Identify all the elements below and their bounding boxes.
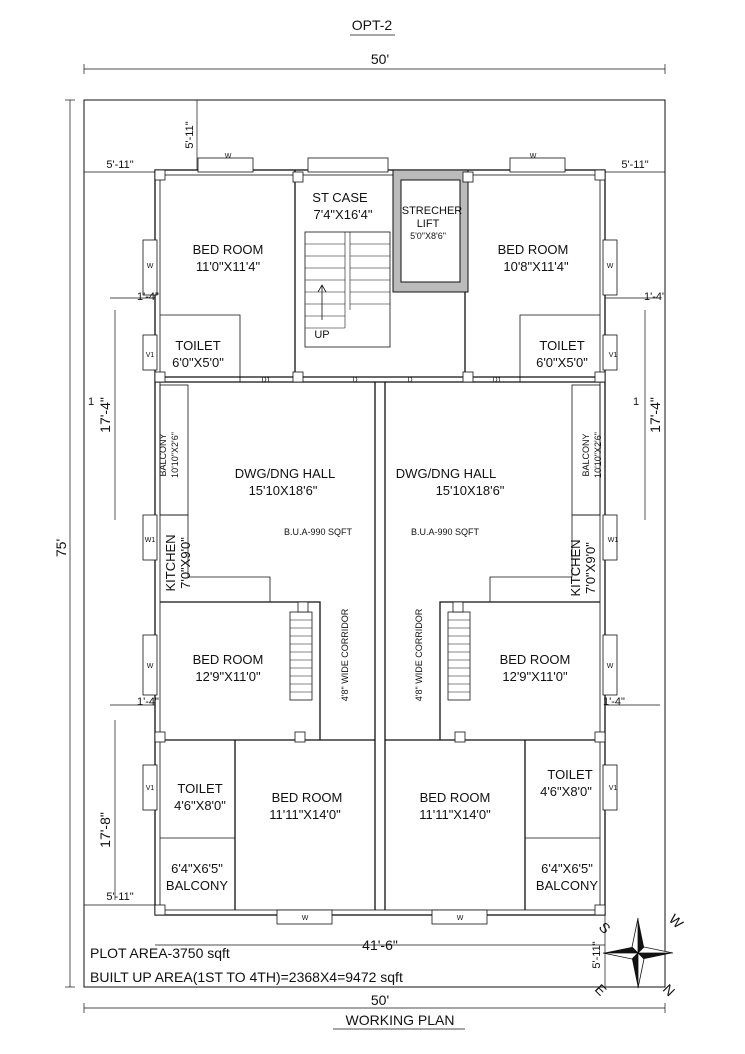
balcony-r-size: 10'10"X2'6" [593, 432, 603, 478]
window-tag: W [147, 263, 154, 270]
bed-tl-size: 11'0"X11'4" [196, 259, 261, 274]
depth-dim: 75' [53, 539, 69, 557]
toilet-bl-name: TOILET [177, 781, 222, 796]
toilet-br-name: TOILET [547, 767, 592, 782]
right-offset-top-dim: 1'-4" [644, 291, 666, 303]
lift-name-2: LIFT [417, 218, 440, 230]
balcony-l-name: BALCONY [158, 433, 168, 476]
ventilator-tag: V1 [609, 785, 618, 792]
left-offset-bottom-dim: 1'-4" [137, 696, 159, 708]
window-tag: W [225, 153, 232, 160]
plot-area-note: PLOT AREA-3750 sqft [90, 945, 230, 961]
left-setback-dim: 5'-11" [106, 159, 133, 171]
balc-bl-size: 6'4"X6'5" [171, 861, 223, 876]
bed-tl-name: BED ROOM [193, 242, 264, 257]
toilet-tl-size: 6'0"X5'0" [172, 355, 224, 370]
compass-west: W [666, 911, 687, 932]
working-plan-title: WORKING PLAN [346, 1012, 455, 1028]
window-tag: W [530, 153, 537, 160]
hall-l-size: 15'10X18'6" [249, 483, 318, 498]
plot-boundary [83, 99, 666, 988]
bottom-width-dim: 50' [371, 992, 389, 1008]
toilet-tr-size: 6'0"X5'0" [536, 355, 588, 370]
window1-tag: W1 [608, 537, 619, 544]
balc-bl-name: BALCONY [166, 878, 228, 893]
bed-ml-name: BED ROOM [193, 652, 264, 667]
right-span-top-dim: 17'-4" [647, 397, 663, 433]
bed-br-name: BED ROOM [420, 790, 491, 805]
balc-br-size: 6'4"X6'5" [541, 861, 593, 876]
window-tag: W [147, 663, 154, 670]
rear-setback-dim: 5'-11" [591, 941, 603, 968]
kitchen-l-size: 7'0"X9'0" [178, 537, 193, 589]
mark-one: 1 [633, 396, 639, 408]
compass-icon [602, 917, 674, 989]
window-tag: W [302, 915, 309, 922]
toilet-bl-size: 4'6"X8'0" [174, 798, 226, 813]
compass-south: S [596, 919, 614, 937]
hall-l-name: DWG/DNG HALL [235, 466, 335, 481]
ventilator-tag: V1 [146, 352, 155, 359]
stair-treads [305, 232, 390, 329]
balc-br-name: BALCONY [536, 878, 598, 893]
kitchen-l-name: KITCHEN [163, 534, 178, 591]
door1-tag: D1 [262, 377, 271, 384]
stair-name: ST CASE [312, 190, 368, 205]
bed-mr-size: 12'9"X11'0" [502, 669, 568, 684]
compass-east: E [592, 981, 610, 999]
hall-r-name: DWG/DNG HALL [396, 466, 496, 481]
compass-north: N [660, 981, 678, 999]
stair-up-label: UP [314, 329, 329, 341]
inner-width-dim: 41'-6" [362, 937, 398, 953]
kitchen-r-size: 7'0"X9'0" [583, 542, 598, 594]
bed-mr-name: BED ROOM [500, 652, 571, 667]
stair-size: 7'4"X16'4" [313, 207, 372, 222]
hall-r-bua: B.U.A-990 SQFT [411, 527, 480, 537]
door-tag: D [407, 377, 412, 384]
toilet-tl-name: TOILET [175, 338, 220, 353]
window-tag: W [457, 915, 464, 922]
left-span-top-dim: 17'-4" [97, 397, 113, 433]
window1-tag: W1 [145, 537, 156, 544]
option-title: OPT-2 [352, 17, 393, 33]
bed-tr-size: 10'8"X11'4" [503, 259, 569, 274]
bed-bl-size: 11'11"X14'0" [269, 807, 341, 822]
bed-tr-name: BED ROOM [498, 242, 569, 257]
mark-one: 1 [88, 396, 94, 408]
bed-br-size: 11'11"X14'0" [419, 807, 491, 822]
ventilator-tag: V1 [146, 785, 155, 792]
lift-size: 5'0"X8'6" [410, 231, 446, 241]
left-offset-top-dim: 1'-4" [137, 291, 159, 303]
corridor-l-label: 4'8" WIDE CORRIDOR [340, 608, 350, 701]
right-setback-dim: 5'-11" [621, 159, 648, 171]
top-width-dim: 50' [371, 51, 389, 67]
bed-bl-name: BED ROOM [272, 790, 343, 805]
bottom-left-setback-dim: 5'-11" [106, 891, 133, 903]
balcony-r-name: BALCONY [581, 433, 591, 476]
window-tag: W [607, 663, 614, 670]
front-setback-dim: 5'-11" [184, 121, 196, 148]
built-up-area-note: BUILT UP AREA(1ST TO 4TH)=2368X4=9472 sq… [90, 969, 403, 985]
balcony-l-size: 10'10"X2'6" [170, 432, 180, 478]
toilet-tr-name: TOILET [539, 338, 584, 353]
door-tag: D [352, 377, 357, 384]
corridor-r-label: 4'8" WIDE CORRIDOR [414, 608, 424, 701]
ventilator-tag: V1 [609, 352, 618, 359]
window-marks [142, 157, 618, 925]
bed-ml-size: 12'9"X11'0" [195, 669, 261, 684]
right-offset-bottom-dim: 1'-4" [603, 696, 625, 708]
left-span-bottom-dim: 17'-8" [97, 812, 113, 848]
door1-tag: D1 [493, 377, 502, 384]
hall-l-bua: B.U.A-990 SQFT [284, 527, 353, 537]
column-markers [154, 169, 606, 916]
hall-r-size: 15'10X18'6" [436, 483, 505, 498]
kitchen-r-name: KITCHEN [568, 539, 583, 596]
toilet-br-size: 4'6"X8'0" [540, 784, 592, 799]
lift-name-1: STRECHER [402, 205, 463, 217]
window-tag: W [607, 263, 614, 270]
